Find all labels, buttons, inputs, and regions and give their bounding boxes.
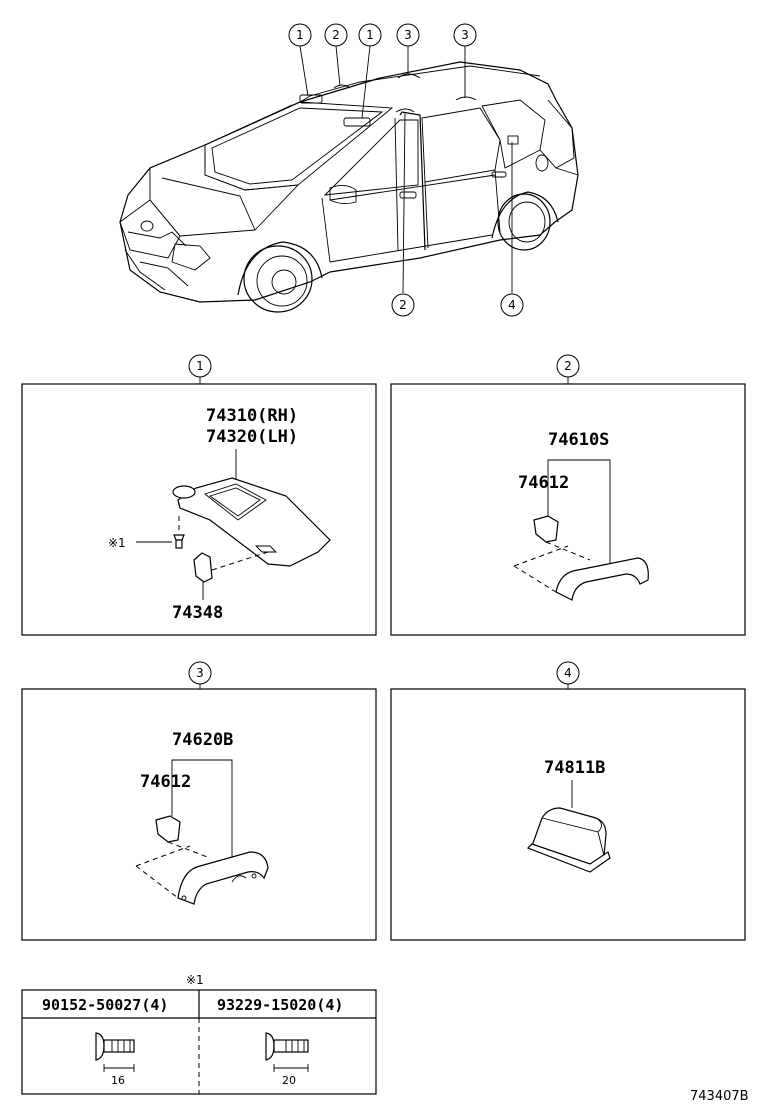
part-label-74612: 74612 <box>140 772 191 792</box>
length-label: 16 <box>111 1074 125 1087</box>
svg-text:2: 2 <box>399 298 407 312</box>
svg-text:3: 3 <box>461 28 469 42</box>
overview-callout: 3 <box>453 23 477 47</box>
table-ref: ※1 <box>186 973 204 987</box>
overview-callout: 2 <box>391 293 415 317</box>
part-label-74620B: 74620B <box>172 730 233 750</box>
overview-callout: 1 <box>288 23 312 47</box>
screw-icon <box>95 1032 135 1061</box>
panel-3-assist-grip: 3 74620B 74612 <box>21 661 377 941</box>
svg-text:3: 3 <box>404 28 412 42</box>
panel-number: 3 <box>188 661 212 685</box>
part-label-74610S: 74610S <box>548 430 609 450</box>
panel-1-sun-visor: 1 74310(RH) 74320(LH) 74348 ※1 <box>21 354 377 636</box>
svg-text:1: 1 <box>296 28 304 42</box>
diagram-code: 743407B <box>690 1089 749 1104</box>
overview-callout: 1 <box>358 23 382 47</box>
svg-text:2: 2 <box>332 28 340 42</box>
panel-2-assist-grip: 2 74610S 74612 <box>390 354 746 636</box>
overview-callout: 3 <box>396 23 420 47</box>
fastener-table: ※1 90152-50027(4) 93229-15020(4) 16 <box>21 973 377 1095</box>
svg-text:2: 2 <box>564 359 572 373</box>
svg-text:1: 1 <box>196 359 204 373</box>
length-label: 20 <box>282 1074 296 1087</box>
svg-text:4: 4 <box>508 298 516 312</box>
svg-text:1: 1 <box>366 28 374 42</box>
note-ref: ※1 <box>108 536 126 550</box>
panel-number: 2 <box>556 354 580 378</box>
panel-number: 4 <box>556 661 580 685</box>
table-header-part: 93229-15020(4) <box>217 996 343 1014</box>
part-label-74320: 74320(LH) <box>206 427 298 447</box>
vehicle-overview: 1 2 1 3 3 2 4 <box>119 23 579 317</box>
panel-number: 1 <box>188 354 212 378</box>
overview-callout: 2 <box>324 23 348 47</box>
overview-callout: 4 <box>500 293 524 317</box>
svg-text:4: 4 <box>564 666 572 680</box>
part-label-74811B: 74811B <box>544 758 605 778</box>
part-label-74348: 74348 <box>172 603 223 623</box>
screw-icon <box>265 1032 309 1061</box>
part-label-74612: 74612 <box>518 473 569 493</box>
table-header-part: 90152-50027(4) <box>42 996 168 1014</box>
svg-text:3: 3 <box>196 666 204 680</box>
panel-4-cover: 4 74811B <box>390 661 746 941</box>
part-label-74310: 74310(RH) <box>206 406 298 426</box>
